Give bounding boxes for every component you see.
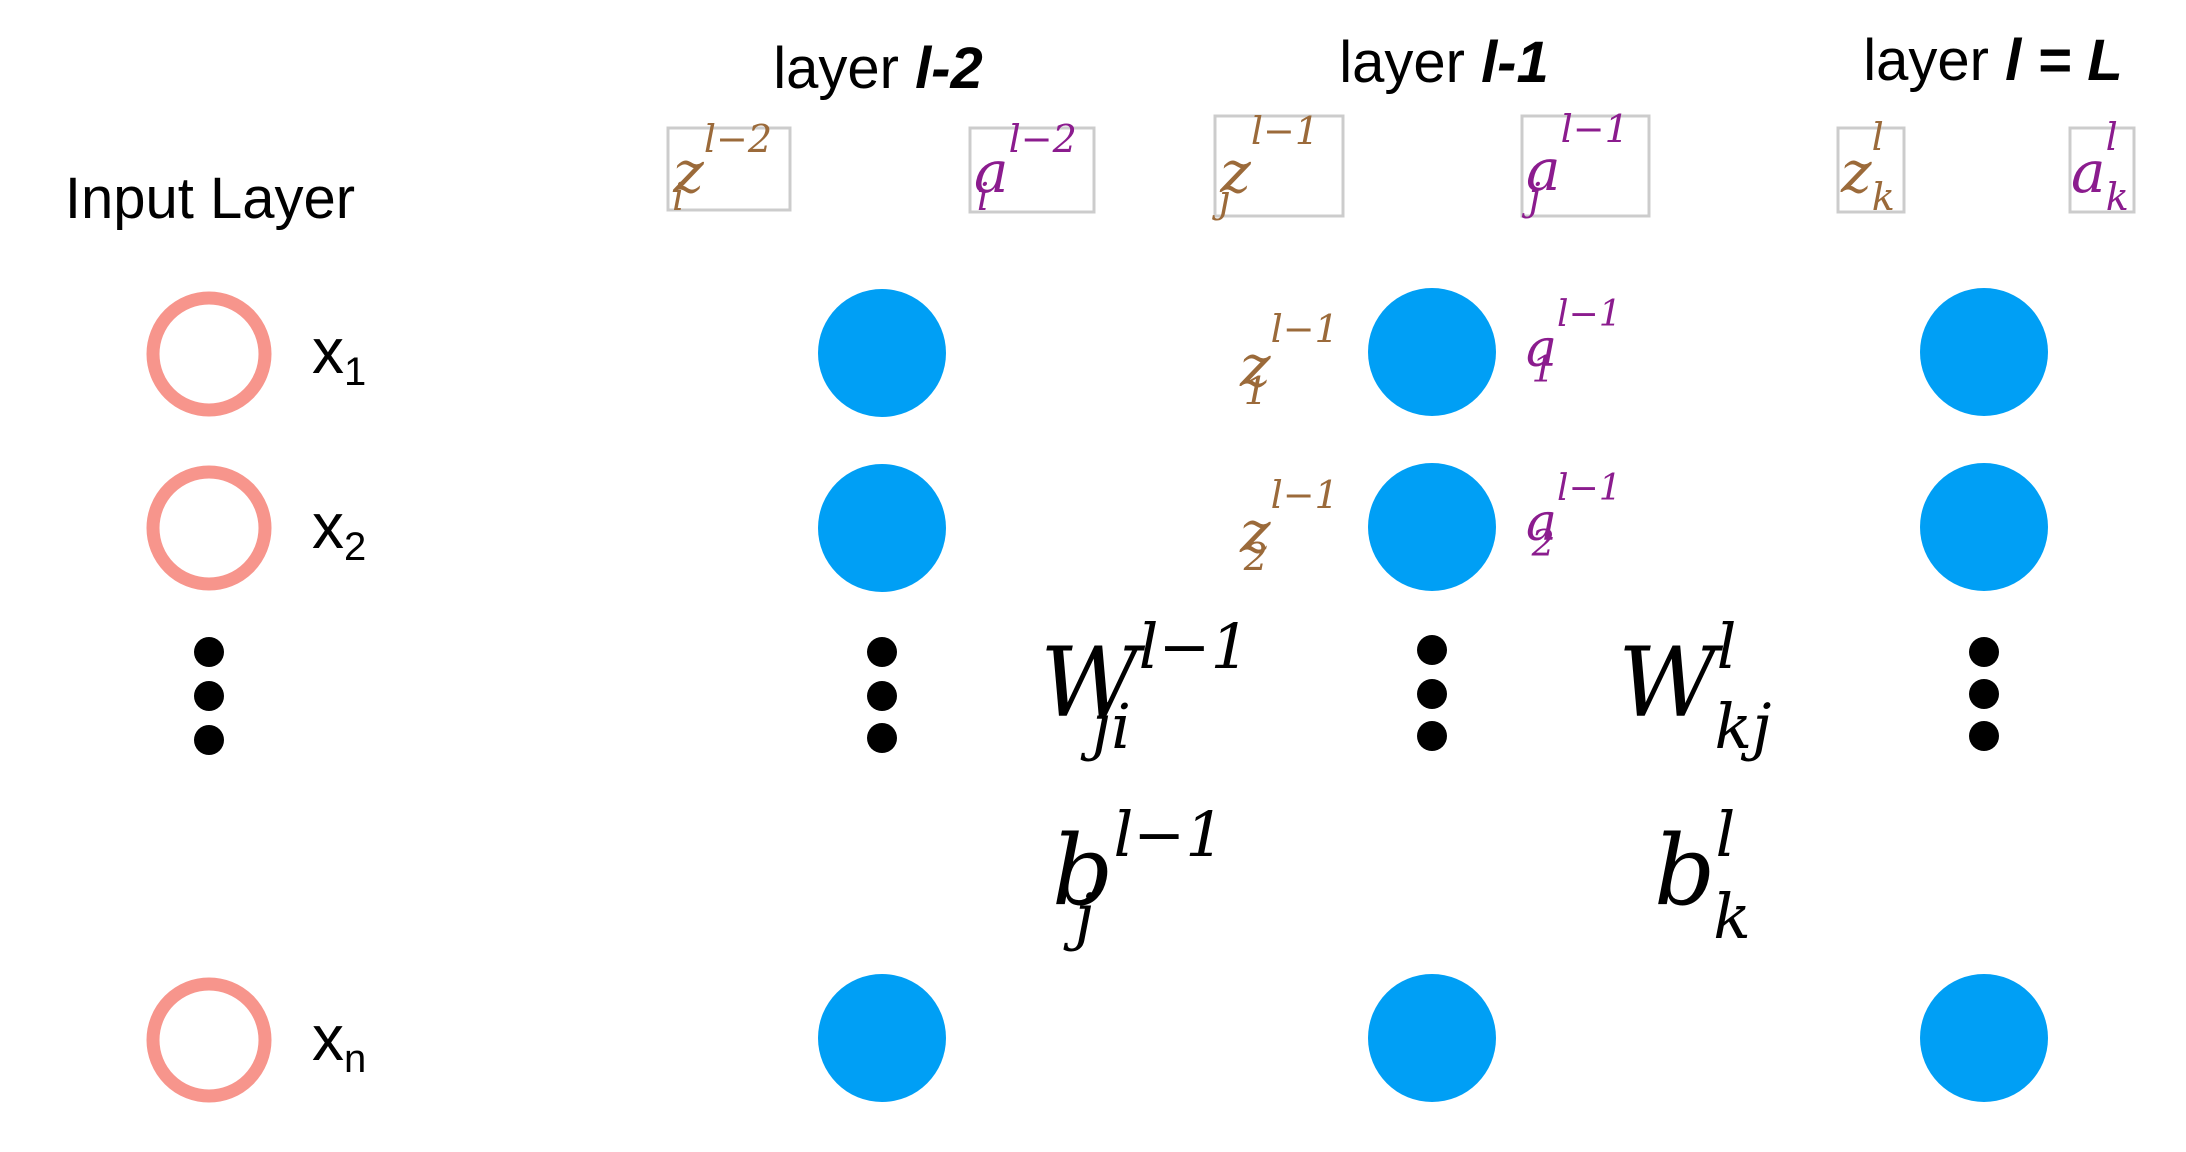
neuron-l-2-1: [818, 289, 946, 417]
a-box-border-l-2: [968, 126, 1096, 214]
input-label-xn: xn: [312, 1002, 366, 1081]
neuron-l-2-2: [818, 464, 946, 592]
input-neuron-2: [146, 465, 272, 591]
input-neuron-1: [146, 291, 272, 417]
a-box-border-l-1: [1520, 114, 1651, 218]
neuron-l-2-last: [818, 974, 946, 1102]
ellipsis-l-1: [1417, 635, 1447, 751]
z-box-border-l-2: [666, 126, 792, 212]
neuron-l-1-1: [1368, 288, 1496, 416]
input-layer-title: Input Layer: [65, 166, 355, 231]
layer-header-l-equals-L: layer l = L: [1863, 28, 2122, 93]
z-box-border-l: [1836, 126, 1906, 214]
neuron-l-1: [1920, 288, 2048, 416]
ellipsis-input: [194, 637, 224, 755]
z-box-border-l-1: [1213, 114, 1345, 218]
ellipsis-l-2: [867, 637, 897, 753]
ellipsis-l: [1969, 637, 1999, 751]
neuron-l-1-last: [1368, 974, 1496, 1102]
layer-header-l-2: layer l-2: [773, 36, 983, 101]
a-box-border-l: [2068, 126, 2136, 214]
input-label-x1: x1: [312, 315, 366, 394]
neuron-l-last: [1920, 974, 2048, 1102]
layer-header-l-1: layer l-1: [1339, 30, 1549, 95]
neuron-l-2: [1920, 463, 2048, 591]
input-label-x2: x2: [312, 490, 366, 569]
input-neuron-n: [146, 977, 272, 1103]
neuron-l-1-2: [1368, 463, 1496, 591]
